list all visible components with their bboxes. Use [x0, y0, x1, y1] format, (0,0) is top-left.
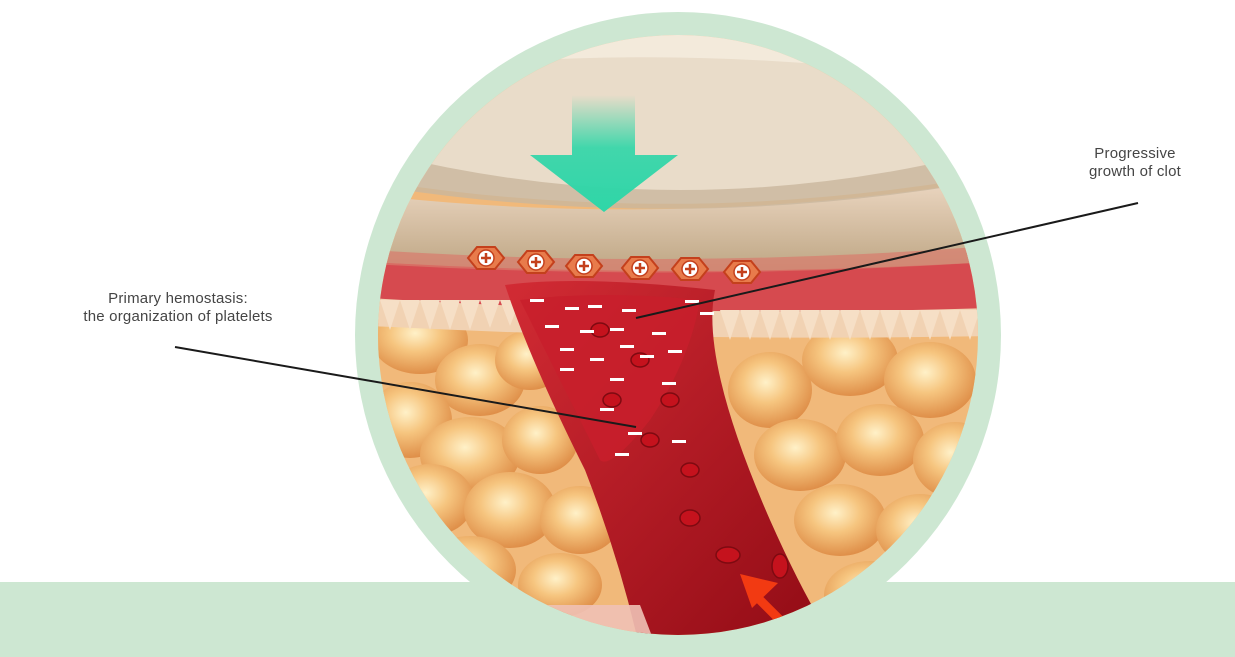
- minus-charge-icon: [662, 382, 676, 385]
- minus-charge-icon: [622, 309, 636, 312]
- minus-charge-icon: [685, 300, 699, 303]
- minus-charge-icon: [545, 325, 559, 328]
- plus-charge-icon: [518, 251, 554, 273]
- label-primary-hemostasis: Primary hemostasis: the organization of …: [28, 290, 328, 326]
- label-primary-line1: Primary hemostasis:: [28, 290, 328, 308]
- minus-charge-icon: [560, 368, 574, 371]
- minus-charge-icon: [668, 350, 682, 353]
- minus-charge-icon: [610, 328, 624, 331]
- minus-charge-icon: [565, 307, 579, 310]
- plus-charge-icon: [468, 247, 504, 269]
- plus-charge-icon: [724, 261, 760, 283]
- minus-charge-icon: [600, 408, 614, 411]
- plus-charge-icon: [672, 258, 708, 280]
- minus-charge-icon: [610, 378, 624, 381]
- plus-charge-icon: [622, 257, 658, 279]
- label-growth-line2: growth of clot: [1035, 163, 1235, 181]
- minus-charge-icon: [580, 330, 594, 333]
- minus-charge-icon: [588, 305, 602, 308]
- minus-charge-icon: [560, 348, 574, 351]
- minus-charge-icon: [672, 440, 686, 443]
- label-primary-line2: the organization of platelets: [28, 308, 328, 326]
- minus-charge-icon: [615, 453, 629, 456]
- minus-charge-icon: [590, 358, 604, 361]
- minus-charge-icon: [620, 345, 634, 348]
- minus-charge-icon: [640, 355, 654, 358]
- minus-charge-icon: [652, 332, 666, 335]
- label-clot-growth: Progressive growth of clot: [1035, 145, 1235, 181]
- minus-charge-icon: [628, 432, 642, 435]
- label-growth-line1: Progressive: [1035, 145, 1235, 163]
- minus-charge-icon: [700, 312, 714, 315]
- plus-charge-icon: [566, 255, 602, 277]
- minus-charge-icon: [530, 299, 544, 302]
